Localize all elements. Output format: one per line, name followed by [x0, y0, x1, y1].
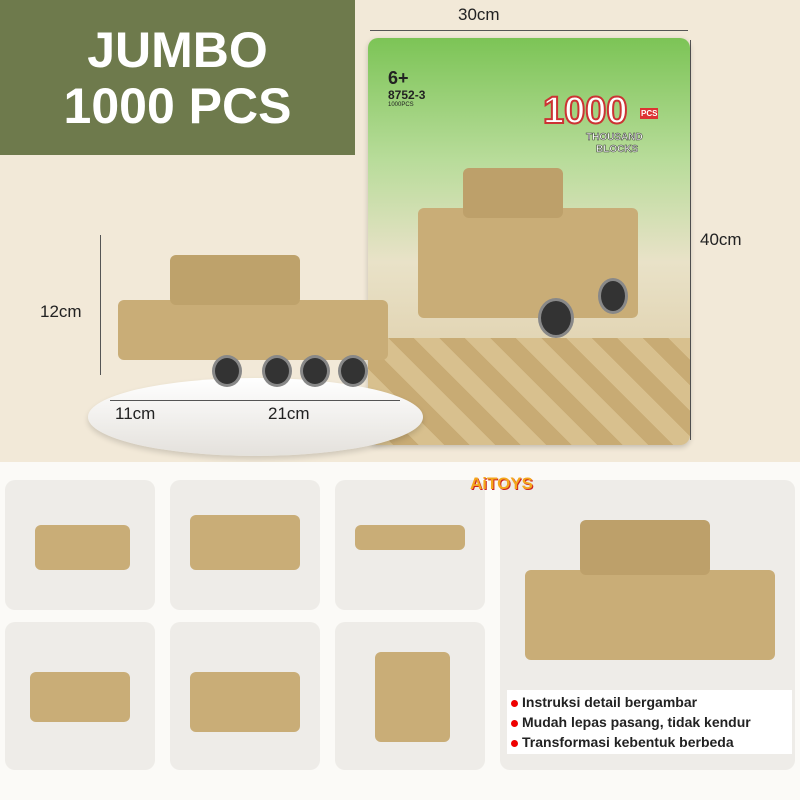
wheel [538, 298, 574, 338]
model-height-label: 12cm [40, 302, 82, 321]
wheel [300, 355, 330, 387]
feature-list: Instruksi detail bergambar Mudah lepas p… [507, 690, 792, 754]
pcs-small: 1000PCS [388, 102, 414, 108]
dimension-line [110, 400, 400, 401]
jumbo-banner: JUMBO 1000 PCS [0, 0, 355, 155]
feature-item: Mudah lepas pasang, tidak kendur [511, 712, 788, 732]
feature-item: Instruksi detail bergambar [511, 692, 788, 712]
banner-line1: JUMBO [87, 22, 268, 78]
wheel [212, 355, 242, 387]
variant-tile-5 [170, 622, 320, 770]
brand-logo: AiTOYS [470, 474, 533, 493]
tank-turret [463, 168, 563, 218]
thousand-badge: 1000 [542, 89, 629, 133]
tank-turret [170, 255, 300, 305]
banner-line2: 1000 PCS [63, 78, 292, 134]
dimension-line [690, 40, 691, 440]
feature-item: Transformasi kebentuk berbeda [511, 732, 788, 752]
variant-tile-1 [5, 480, 155, 610]
variant-tile-2 [170, 480, 320, 610]
variant-tile-6 [335, 622, 485, 770]
blocks-text: BLOCKS [596, 144, 639, 156]
wheel [262, 355, 292, 387]
variant-tile-3 [335, 480, 485, 610]
wheel [338, 355, 368, 387]
dimension-line [100, 235, 101, 375]
tank-model-image [118, 300, 388, 360]
age-label: 6+ [388, 68, 409, 88]
pcs-badge: PCS [640, 108, 659, 119]
variant-tile-4 [5, 622, 155, 770]
bricks-pile [368, 338, 690, 445]
model-number: 8752-3 [388, 88, 426, 102]
box-height-label: 40cm [700, 230, 742, 249]
display-pedestal [88, 378, 423, 456]
wheel [598, 278, 628, 314]
model-length-label: 21cm [268, 404, 310, 423]
dimension-line [370, 30, 688, 31]
thousand-text: THOUSAND [586, 132, 643, 144]
model-depth-label: 11cm [115, 404, 156, 423]
product-package: 6+ 8752-3 1000PCS 1000 PCS THOUSAND BLOC… [368, 38, 690, 445]
box-width-label: 30cm [458, 5, 500, 24]
